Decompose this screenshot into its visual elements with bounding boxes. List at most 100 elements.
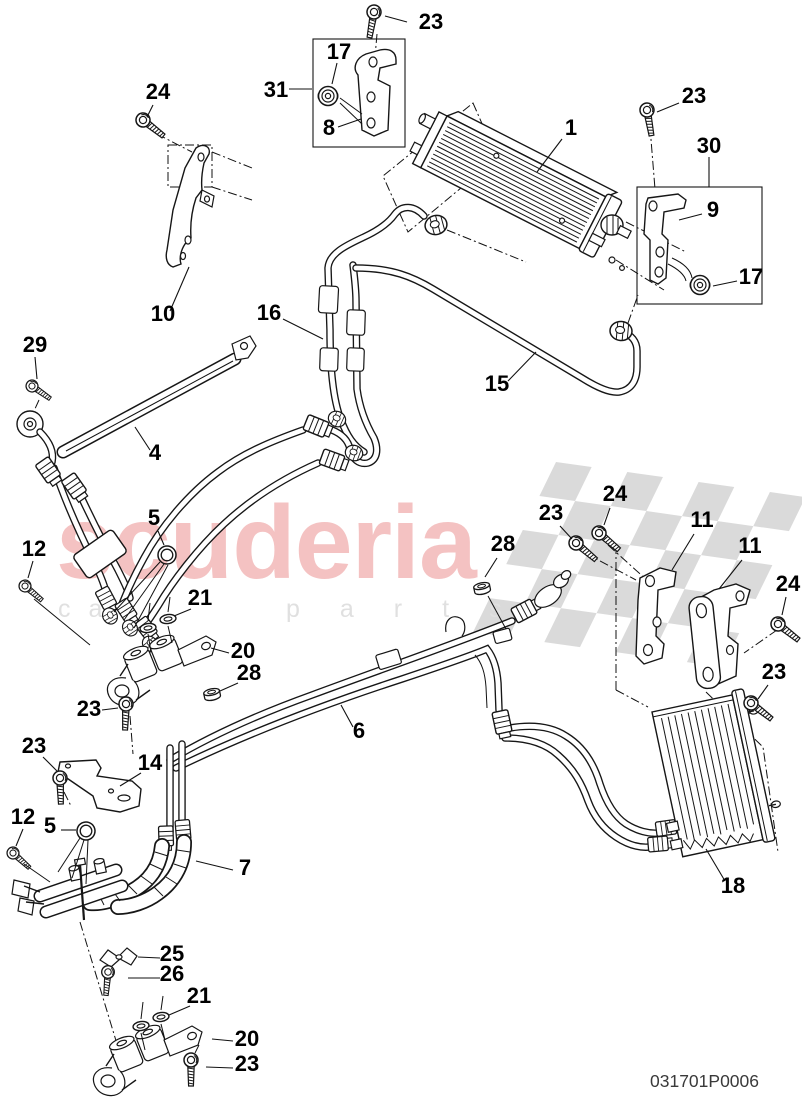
callout-leader-20	[210, 647, 230, 654]
part-callout-1: 1	[565, 115, 577, 140]
group-box-31	[312, 38, 406, 148]
callout-leader-23	[559, 525, 573, 540]
part-callout-11: 11	[690, 507, 713, 532]
callout-leader-21	[168, 1005, 191, 1016]
callout-leader-9	[678, 213, 703, 221]
callout-leader-23	[205, 1066, 234, 1069]
part-callout-23: 23	[235, 1051, 259, 1076]
part-callout-17: 17	[327, 39, 351, 64]
part-callout-23: 23	[419, 9, 443, 34]
callout-leader-24	[603, 507, 611, 526]
part-callout-7: 7	[239, 855, 251, 880]
callout-leader-17	[712, 280, 738, 287]
callout-leader-23	[757, 684, 769, 700]
pipe-16	[302, 203, 428, 474]
part-callout-24: 24	[146, 79, 171, 104]
part-callout-6: 6	[353, 718, 365, 743]
checker-cell	[596, 579, 649, 619]
callout-leader-28	[219, 682, 239, 692]
part-callout-23: 23	[762, 659, 786, 684]
part-callout-5: 5	[44, 813, 56, 838]
part-callout-23: 23	[539, 500, 563, 525]
aux-cooler-18	[651, 688, 781, 858]
callout-leader-18	[705, 848, 726, 882]
callout-leader-6	[340, 704, 354, 728]
part-callout-28: 28	[237, 660, 261, 685]
part-callout-26: 26	[160, 961, 184, 986]
callout-leader-24	[781, 596, 787, 616]
part-callout-16: 16	[257, 300, 281, 325]
part-callout-21: 21	[188, 585, 212, 610]
part-callout-4: 4	[149, 440, 162, 465]
part-callout-24: 24	[776, 571, 801, 596]
checker-cell	[539, 462, 592, 502]
oil-cooler-1	[409, 110, 623, 258]
checker-cell	[629, 511, 683, 551]
part-callout-20: 20	[235, 1026, 259, 1051]
callout-leader-10	[169, 266, 190, 312]
callout-leader-23	[42, 756, 58, 772]
bracket-20-upper	[106, 631, 217, 707]
callout-leader-23	[656, 102, 680, 113]
watermark-sub-text-parts: parts	[286, 595, 542, 623]
bracket-11-left	[635, 567, 677, 665]
callout-leader-1	[536, 138, 563, 173]
callout-leader-8	[337, 118, 362, 128]
callout-leader-4	[134, 426, 151, 451]
checker-cell	[701, 521, 754, 561]
part-callout-15: 15	[485, 371, 509, 396]
bracket-10	[165, 144, 215, 268]
callout-leader-20	[211, 1038, 234, 1042]
clip-25	[99, 947, 138, 968]
grommet-17-right	[689, 274, 711, 296]
callout-leader-29	[34, 356, 38, 380]
part-callout-31: 31	[264, 77, 288, 102]
part-callout-9: 9	[707, 197, 719, 222]
part-callout-18: 18	[721, 873, 745, 898]
part-callout-17: 17	[739, 264, 763, 289]
part-callout-11: 11	[738, 533, 761, 558]
callout-leader-24	[146, 104, 154, 118]
callout-leader-28	[484, 557, 498, 578]
oil-cooler-fittings	[588, 214, 632, 272]
grommet-17-left	[317, 85, 339, 107]
callout-leader-23	[384, 15, 408, 23]
part-callout-24: 24	[603, 481, 628, 506]
callout-leader-15	[507, 351, 537, 382]
banjo-fitting	[16, 410, 57, 466]
callout-leader-11	[671, 533, 695, 571]
callout-leader-14	[119, 772, 142, 787]
callout-leader-17	[331, 62, 338, 85]
oil-pipes	[11, 203, 682, 921]
callout-leader-7	[195, 860, 234, 871]
part-callout-8: 8	[323, 115, 335, 140]
part-callout-25: 25	[160, 941, 184, 966]
part-callout-23: 23	[22, 733, 46, 758]
bracket-14	[57, 759, 142, 813]
checker-cell	[506, 530, 559, 570]
guide-lines	[23, 561, 507, 1051]
callout-leader-23	[101, 707, 119, 711]
part-callout-12: 12	[11, 804, 35, 829]
part-callout-28: 28	[491, 531, 515, 556]
part-callout-30: 30	[697, 133, 721, 158]
callout-leader-11	[718, 559, 743, 590]
hose-assembly-7	[11, 740, 193, 921]
checker-cell	[577, 540, 630, 580]
callout-leader-12	[27, 560, 34, 579]
pipe-4	[56, 335, 257, 459]
bracket-9	[643, 193, 687, 285]
part-callout-12: 12	[22, 536, 46, 561]
part-callout-23: 23	[77, 696, 101, 721]
diagram-code: 031701P0006	[650, 1071, 759, 1091]
part-callout-21: 21	[187, 983, 211, 1008]
bracket-8	[354, 48, 397, 137]
hose-clamp-band	[73, 529, 127, 579]
checker-cell	[610, 472, 663, 512]
part-callout-29: 29	[23, 332, 47, 357]
callout-leader-12	[15, 828, 24, 847]
checker-cell	[753, 492, 802, 532]
mount-rail	[688, 595, 722, 690]
checker-cell	[682, 482, 735, 522]
